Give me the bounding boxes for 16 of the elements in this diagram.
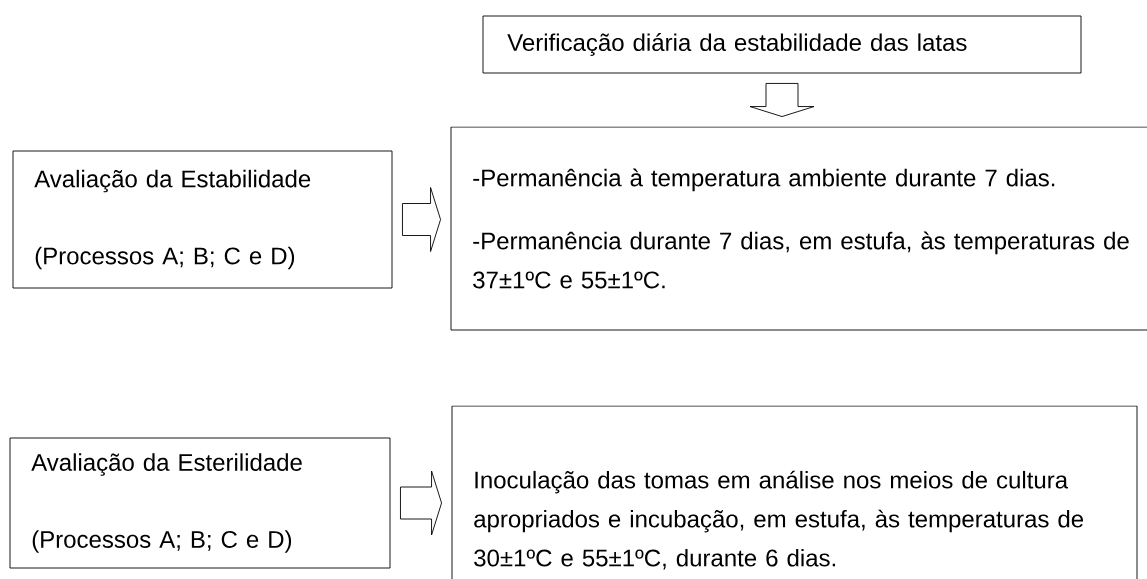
node-label: (Processos A; B; C e D) (35, 246, 295, 270)
node-label: (Processos A; B; C e D) (32, 530, 292, 553)
block-arrow (402, 187, 441, 252)
node-label: -Permanência durante 7 dias, em estufa, às temperaturas de 37±1ºC e 55±1ºC. (473, 231, 1129, 289)
process-box (9, 437, 391, 569)
node-label: -Permanência à temperatura ambiente durante 7 dias. (473, 168, 1055, 192)
process-box (451, 405, 1138, 579)
node-label: Avaliação da Estabilidade (34, 169, 311, 193)
process-box (450, 126, 1147, 331)
process-box (12, 150, 393, 289)
node-label: Inoculação das tomas em análise nos meios de cultura apropriados e incubação, em estufa, às temperaturas de 30±1ºC e 55±1ºC, durante 6 dias. (474, 470, 1084, 570)
process-box (482, 15, 1082, 74)
node-label: Avaliação da Esterilidade (31, 453, 302, 476)
block-arrow (400, 470, 442, 536)
block-arrow (749, 83, 815, 117)
node-label: Verificação diária da estabilidade das latas (507, 33, 967, 56)
